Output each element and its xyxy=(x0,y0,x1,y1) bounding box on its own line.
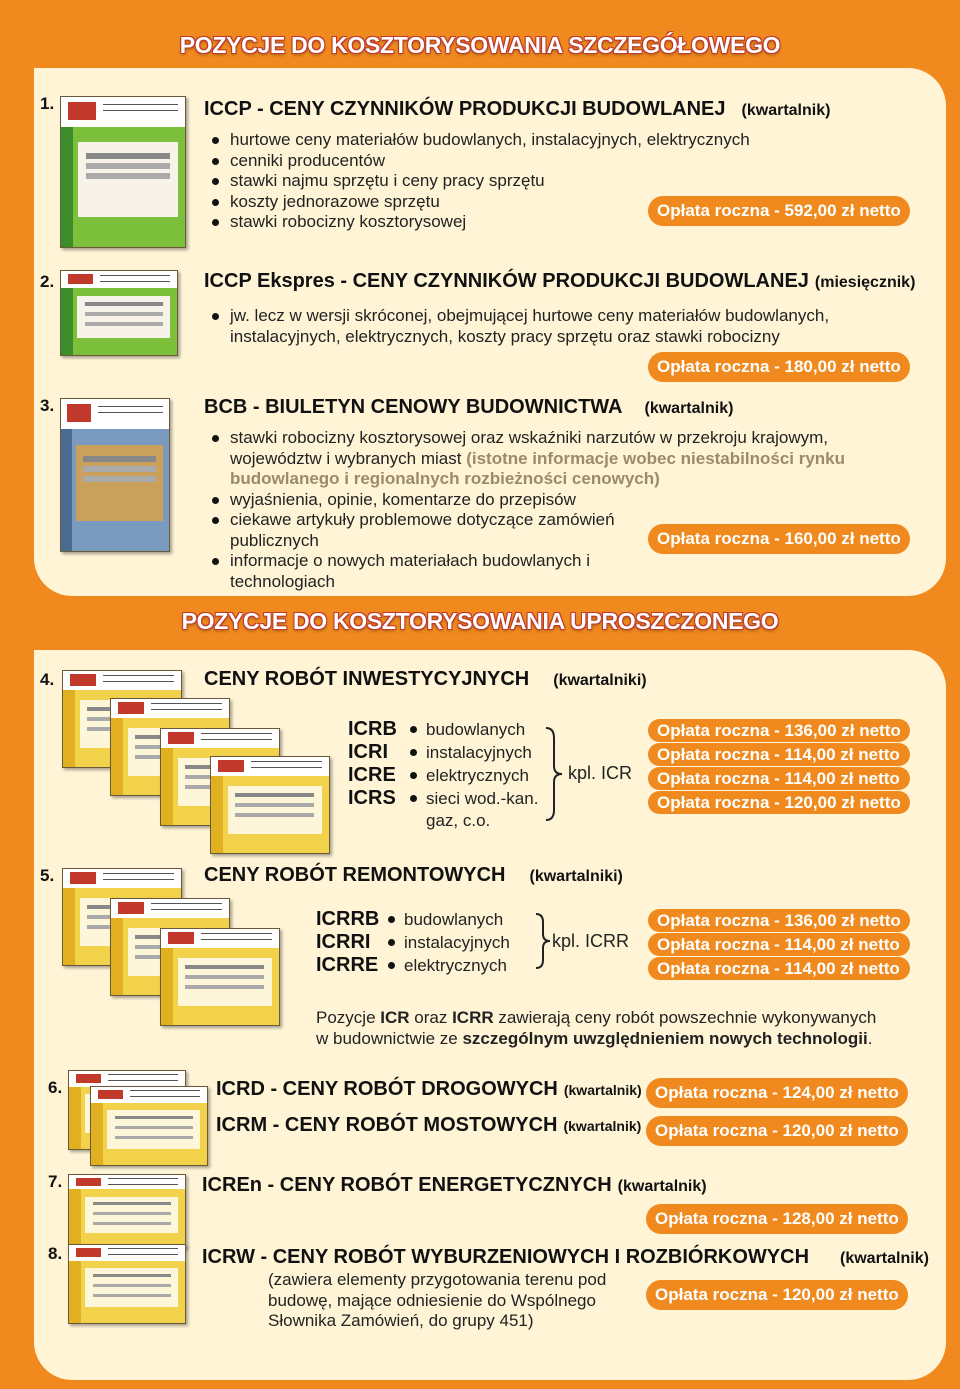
icrd-title: ICRD - CENY ROBÓT DROGOWYCH(kwartalnik) xyxy=(216,1078,642,1100)
item-2-list: jw. lecz w wersji skróconej, obejmującej… xyxy=(208,306,908,347)
item-4-title: CENY ROBÓT INWESTYCYJNYCH(kwartalniki) xyxy=(204,668,647,690)
item-1-period: (kwartalnik) xyxy=(741,102,831,119)
section-heading-simplified: POZYCJE DO KOSZTORYSOWANIA UPROSZCZONEGO xyxy=(181,608,779,634)
item-3-title: BCB - BIULETYN CENOWY BUDOWNICTWA(kwarta… xyxy=(204,396,734,418)
icrw-cover-image xyxy=(68,1244,186,1324)
price-badge: Opłata roczna - 114,00 zł netto xyxy=(648,957,910,980)
item-number-4: 4. xyxy=(40,670,55,689)
price-badge: Opłata roczna - 136,00 zł netto xyxy=(648,909,910,932)
highlight-note: (istotne informacje wobec niestabilności… xyxy=(230,448,846,489)
item-number-1: 1. xyxy=(40,94,55,113)
price-badge: Opłata roczna - 120,00 zł netto xyxy=(648,791,910,814)
item-4-period: (kwartalniki) xyxy=(553,672,647,689)
icrm-title: ICRM - CENY ROBÓT MOSTOWYCH(kwartalnik) xyxy=(216,1114,642,1136)
item-number-8: 8. xyxy=(48,1244,63,1263)
item-2-title: ICCP Ekspres - CENY CZYNNIKÓW PRODUKCJI … xyxy=(204,270,916,292)
list-item: stawki robocizny kosztorysowej xyxy=(208,212,828,233)
item-8-title: ICRW - CENY ROBÓT WYBURZENIOWYCH I ROZBI… xyxy=(202,1246,810,1268)
icrm-price-badge: Opłata roczna - 120,00 zł netto xyxy=(646,1116,908,1146)
icrd-price-badge: Opłata roczna - 124,00 zł netto xyxy=(646,1078,908,1108)
item-7-title: ICREn - CENY ROBÓT ENERGETYCZNYCH(kwarta… xyxy=(202,1174,707,1196)
icr-icrr-note: Pozycje ICR oraz ICRR zawierają ceny rob… xyxy=(316,1008,877,1048)
item-2-period: (miesięcznik) xyxy=(814,274,916,291)
icrre-cover-image xyxy=(160,928,280,1026)
icrr-price-badges: Opłata roczna - 136,00 zł netto Opłata r… xyxy=(648,909,910,981)
icr-set-label: kpl. ICR xyxy=(568,763,633,783)
list-item: cenniki producentów xyxy=(208,151,828,172)
brace-icon xyxy=(545,727,563,821)
item-number-2: 2. xyxy=(40,272,55,291)
item-1-title: ICCP - CENY CZYNNIKÓW PRODUKCJI BUDOWLAN… xyxy=(204,98,831,120)
item-1-list: hurtowe ceny materiałów budowlanych, ins… xyxy=(208,130,828,233)
icren-cover-image xyxy=(68,1174,186,1248)
list-item: wyjaśnienia, opinie, komentarze do przep… xyxy=(208,490,898,511)
item-3-price-badge: Opłata roczna - 160,00 zł netto xyxy=(648,524,910,554)
price-badge: Opłata roczna - 114,00 zł netto xyxy=(648,933,910,956)
list-item: ciekawe artykuły problemowe dotyczące za… xyxy=(208,510,650,551)
price-badge: Opłata roczna - 136,00 zł netto xyxy=(648,719,910,742)
price-badge: Opłata roczna - 114,00 zł netto xyxy=(648,743,910,766)
icrs-desc-extra: gaz, c.o. xyxy=(426,811,491,831)
item-5-period: (kwartalniki) xyxy=(529,868,623,885)
item-8-price-badge: Opłata roczna - 120,00 zł netto xyxy=(646,1280,908,1310)
item-number-7: 7. xyxy=(48,1172,63,1191)
item-7-period: (kwartalnik) xyxy=(617,1178,707,1195)
detailed-panel: 1. ICCP - CENY CZYNNIKÓW PRODUKCJI BUDOW… xyxy=(34,68,946,596)
iccp-cover-image xyxy=(60,96,186,248)
iccp-ekspres-cover-image xyxy=(60,270,178,356)
icrs-cover-image xyxy=(210,756,330,854)
item-5-title: CENY ROBÓT REMONTOWYCH(kwartalniki) xyxy=(204,864,623,886)
item-8-period: (kwartalnik) xyxy=(840,1250,929,1267)
item-2-price-badge: Opłata roczna - 180,00 zł netto xyxy=(648,352,910,382)
item-1-price-badge: Opłata roczna - 592,00 zł netto xyxy=(648,196,910,226)
icrd-period: (kwartalnik) xyxy=(563,1082,642,1098)
list-item: hurtowe ceny materiałów budowlanych, ins… xyxy=(208,130,828,151)
list-item: gaz, c.o. xyxy=(348,810,538,833)
item-7-price-badge: Opłata roczna - 128,00 zł netto xyxy=(646,1204,908,1234)
list-item: stawki najmu sprzętu i ceny pracy sprzęt… xyxy=(208,171,828,192)
item-3-list: stawki robocizny kosztorysowej oraz wska… xyxy=(208,428,898,592)
item-8-description: (zawiera elementy przygotowania terenu p… xyxy=(268,1270,607,1330)
icrm-period: (kwartalnik) xyxy=(563,1118,642,1134)
list-item: informacje o nowych materiałach budowlan… xyxy=(208,551,630,592)
list-item: koszty jednorazowe sprzętu xyxy=(208,192,828,213)
item-number-6: 6. xyxy=(48,1078,63,1097)
bcb-cover-image xyxy=(60,398,170,552)
item-number-3: 3. xyxy=(40,396,55,415)
icrr-set-label: kpl. ICRR xyxy=(552,931,630,951)
icrm-cover-image xyxy=(90,1086,208,1166)
list-item: jw. lecz w wersji skróconej, obejmującej… xyxy=(208,306,908,347)
item-number-5: 5. xyxy=(40,866,55,885)
list-item: stawki robocizny kosztorysowej oraz wska… xyxy=(208,428,898,490)
simplified-panel: 4. CENY ROBÓT INWESTYCYJNYCH(kwartalniki… xyxy=(34,650,946,1380)
brace-icon xyxy=(535,913,551,969)
section-heading-detailed: POZYCJE DO KOSZTORYSOWANIA SZCZEGÓŁOWEGO xyxy=(179,32,781,58)
price-badge: Opłata roczna - 114,00 zł netto xyxy=(648,767,910,790)
item-3-period: (kwartalnik) xyxy=(644,400,734,417)
icr-price-badges: Opłata roczna - 136,00 zł netto Opłata r… xyxy=(648,719,910,815)
